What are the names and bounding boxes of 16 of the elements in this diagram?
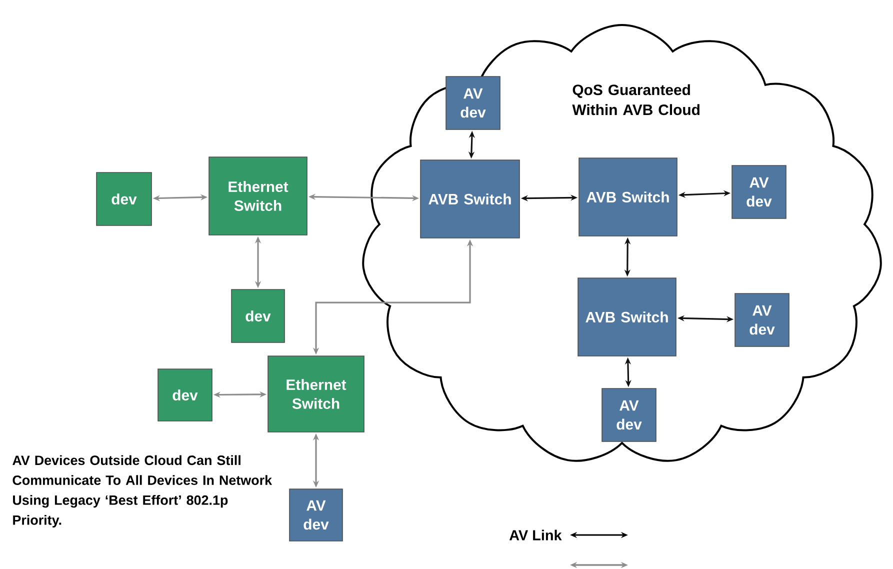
- device-box: dev: [231, 289, 285, 343]
- switch-box: AVB Switch: [420, 160, 520, 238]
- device-box: AV dev: [732, 165, 786, 219]
- device-box: dev: [96, 172, 152, 226]
- cloud-caption: QoS Guaranteed Within AVB Cloud: [572, 84, 700, 116]
- legend-label: AV Link: [509, 530, 562, 540]
- device-box: dev: [158, 368, 212, 422]
- switch-box: AVB Switch: [578, 158, 678, 236]
- device-box: AV dev: [734, 293, 790, 347]
- device-box: AV dev: [289, 488, 343, 542]
- switch-box: Ethernet Switch: [208, 156, 308, 236]
- device-box: AV dev: [602, 388, 656, 442]
- switch-box: AVB Switch: [578, 278, 676, 356]
- device-box: AV dev: [446, 76, 500, 130]
- switch-box: Ethernet Switch: [268, 356, 364, 432]
- note-text: AV Devices Outside Cloud Can Still Communicate To All Devices In Network Using Legacy ‘Best Effort’ 802.1p Priority.: [12, 455, 272, 528]
